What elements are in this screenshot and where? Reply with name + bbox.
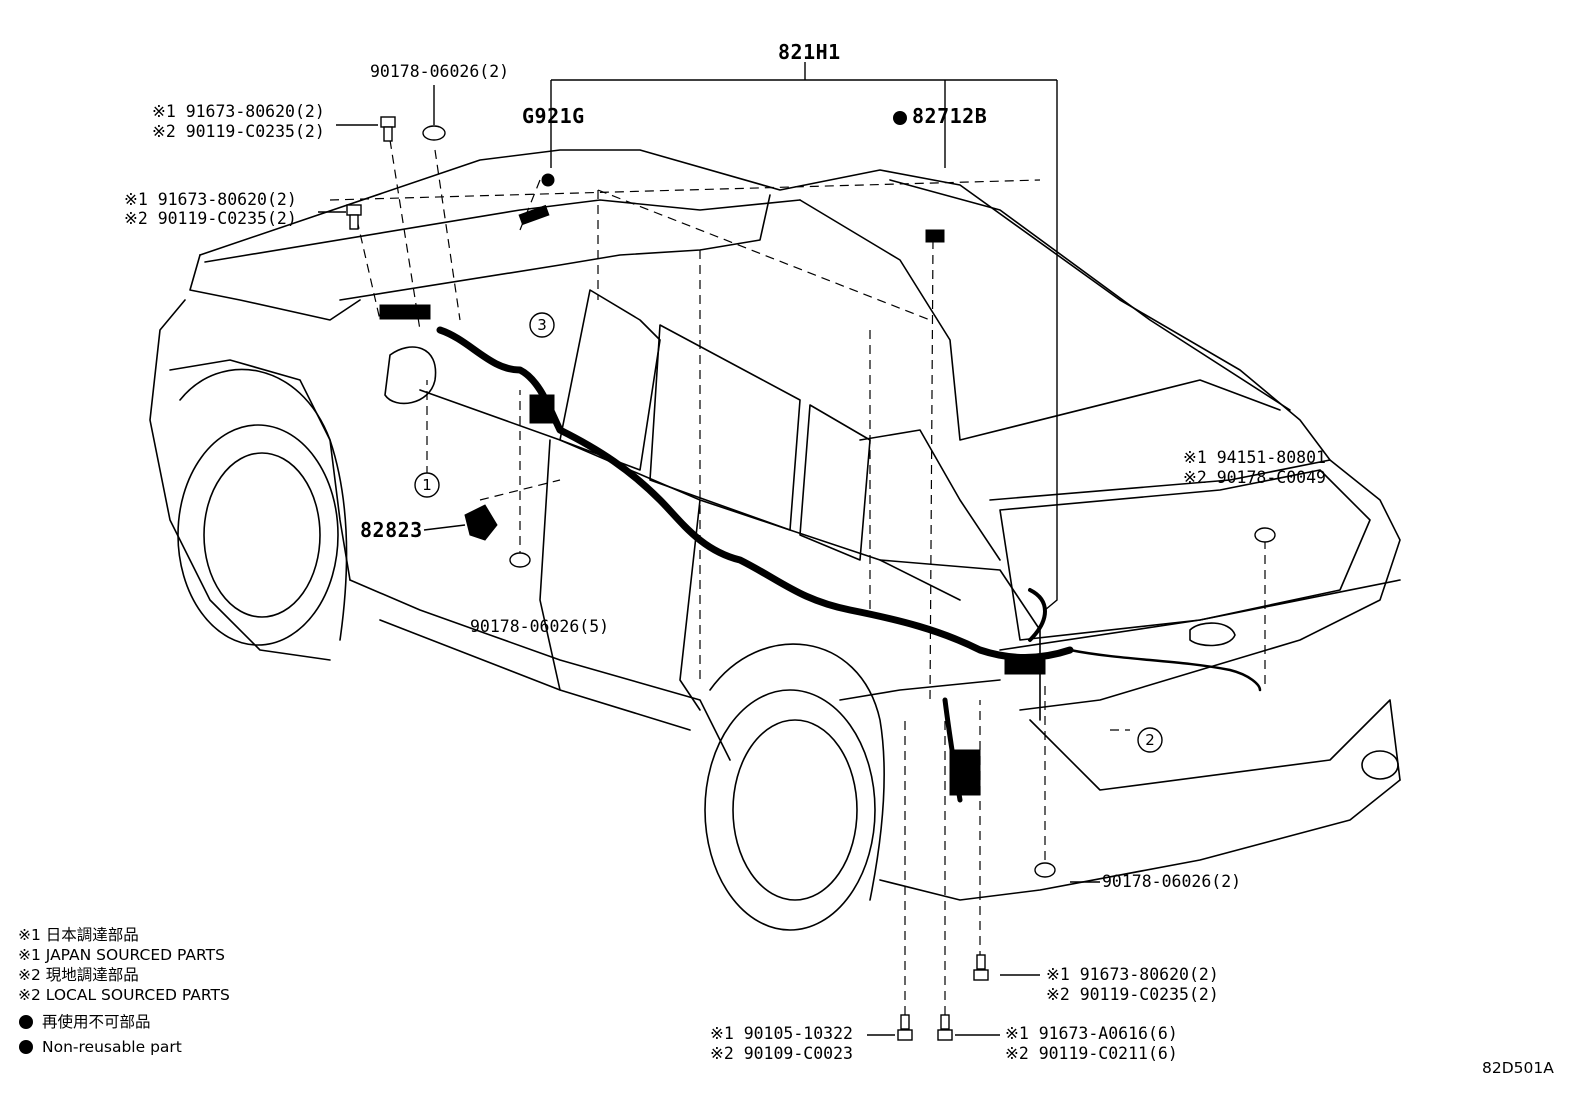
- rear-wheel-arch: [709, 643, 885, 901]
- callout-3-circle: [529, 312, 555, 338]
- front-door: [539, 439, 561, 691]
- part-82823: 82823: [360, 518, 423, 542]
- hood-outline: [189, 254, 361, 321]
- bolt-icon-top-b: [346, 204, 362, 230]
- legend-local-en: ※2 LOCAL SOURCED PARTS: [18, 986, 230, 1004]
- rear-window: [649, 324, 801, 531]
- front-wheel-inner: [203, 452, 321, 618]
- front-wheel-arch: [179, 368, 348, 641]
- part-top-bolt-b2: ※2 90119-C0235(2): [124, 209, 297, 228]
- g921g-bracket: [518, 204, 550, 226]
- connector-82823-shape: [464, 504, 498, 541]
- part-br-bolt2: ※2 90119-C0235(2): [1046, 985, 1219, 1004]
- legend-japan-jp: ※1 日本調達部品: [18, 926, 139, 944]
- legend-dot-1: [19, 1015, 33, 1029]
- bolt-icon-top-a: [380, 116, 396, 142]
- non-reusable-dot-82712b: [893, 111, 907, 125]
- main-part-label: 821H1: [778, 40, 841, 64]
- exhaust: [1361, 750, 1399, 780]
- part-br-bolt1: ※1 91673-80620(2): [1046, 965, 1219, 984]
- nut-icon-mid: [509, 552, 531, 568]
- rear-connector: [1004, 659, 1046, 675]
- part-bc-bolt2: ※2 90109-C0023: [710, 1044, 853, 1063]
- rear-hatch: [989, 459, 1401, 711]
- part-bc-bolt1: ※1 90105-10322: [710, 1024, 853, 1043]
- c-pillar: [859, 429, 1001, 561]
- wire-harness: [436, 326, 1074, 661]
- windshield: [339, 194, 771, 301]
- callout-1: 1: [422, 476, 432, 494]
- legend-local-jp: ※2 現地調達部品: [18, 966, 139, 984]
- wire-branch-rear: [1028, 588, 1047, 642]
- legend-nonreusable-jp: 再使用不可部品: [42, 1013, 151, 1031]
- tailgate-handle: [1189, 622, 1236, 647]
- part-top-bolt-a1: ※1 91673-80620(2): [152, 102, 325, 121]
- rear-glass: [999, 469, 1371, 641]
- rear-bumper: [1029, 699, 1401, 791]
- rear-door: [679, 499, 701, 711]
- rear-quarter: [839, 679, 1001, 701]
- rear-lower: [879, 779, 1401, 901]
- wire-branch-hatch: [1068, 648, 1262, 692]
- clip-icon-rear: [1254, 527, 1276, 543]
- legend-dot-2: [19, 1040, 33, 1054]
- side-body-lower: [349, 579, 731, 761]
- g921g-connector: [541, 173, 555, 187]
- part-nut-rear: 90178-06026(2): [1102, 872, 1242, 891]
- roof-top: [799, 199, 1281, 441]
- callout-3: 3: [537, 316, 547, 334]
- legend-japan-en: ※1 JAPAN SOURCED PARTS: [18, 946, 225, 964]
- main-part-bracket: [550, 62, 1058, 611]
- diagram-code: 82D501A: [1482, 1059, 1554, 1077]
- bolt-icon-bc: [897, 1014, 913, 1041]
- rear-wheel: [704, 689, 876, 931]
- part-rear-clip1: ※1 94151-80801: [1183, 448, 1326, 467]
- mid-connector: [529, 394, 555, 424]
- part-nut-top: 90178-06026(2): [370, 62, 510, 81]
- nut-icon-rear: [1034, 862, 1056, 878]
- nut-icon-top: [422, 125, 446, 141]
- rear-wheel-inner: [732, 719, 858, 901]
- callout-1-circle: [414, 472, 440, 498]
- front-wheel: [177, 424, 339, 646]
- side-mirror: [384, 346, 437, 405]
- front-connector-block: [379, 304, 431, 320]
- relay-box: [949, 749, 981, 796]
- legend-nonreusable-en: Non-reusable part: [42, 1038, 182, 1056]
- tail-light-band: [999, 579, 1401, 651]
- roof-rail-left: [204, 199, 801, 263]
- quarter-window: [799, 404, 871, 561]
- part-bd-bolt2: ※2 90119-C0211(6): [1005, 1044, 1178, 1063]
- part-top-bolt-a2: ※2 90119-C0235(2): [152, 122, 325, 141]
- connector-82712b-shape: [925, 229, 945, 243]
- roof-rail-right: [889, 179, 1291, 411]
- part-g921g: G921G: [522, 104, 585, 128]
- bolt-icon-br: [973, 954, 989, 981]
- callout-2: 2: [1145, 731, 1155, 749]
- callout-2-circle: [1137, 727, 1163, 753]
- front-fascia: [149, 299, 331, 661]
- part-rear-clip2: ※2 90178-C0049: [1183, 468, 1326, 487]
- front-window: [559, 289, 661, 471]
- part-bd-bolt1: ※1 91673-A0616(6): [1005, 1024, 1178, 1043]
- part-nut-mid: 90178-06026(5): [470, 617, 610, 636]
- part-82712b: 82712B: [912, 104, 988, 128]
- body-side-rear: [879, 559, 1041, 721]
- bolt-icon-bd: [937, 1014, 953, 1041]
- roof-outline: [199, 149, 1331, 461]
- part-top-bolt-b1: ※1 91673-80620(2): [124, 190, 297, 209]
